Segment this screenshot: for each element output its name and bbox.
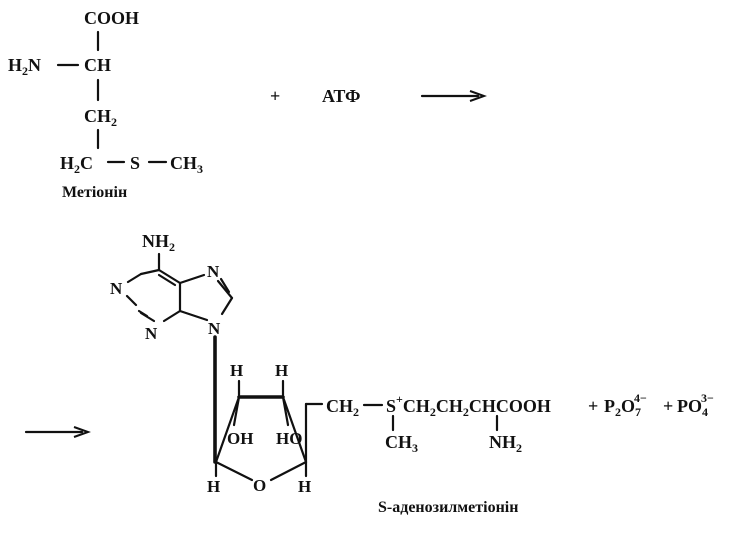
- methionine-ch2: CH2: [84, 106, 117, 129]
- ribose-oh: OH: [227, 429, 253, 448]
- methionine-ch: CH: [84, 55, 111, 75]
- chain-nh2: NH2: [489, 432, 522, 455]
- adenine-n1: N: [110, 279, 123, 298]
- product-caption: S-аденозилметіонін: [378, 499, 518, 516]
- chain-ch2: CH2: [326, 396, 359, 419]
- reaction-arrow-top: [420, 90, 487, 102]
- chain-plus-1: +: [588, 396, 598, 416]
- chain-ch3: CH3: [385, 432, 418, 455]
- atp-label: АТФ: [322, 86, 361, 106]
- chain-plus-2: +: [663, 396, 673, 416]
- ribose-structure: H H OH HO O H H: [207, 361, 324, 496]
- adenine-n9: N: [208, 319, 221, 338]
- product-chain: CH2 S+CH2CH2CHCOOH + P2O74− + PO43− CH3 …: [326, 391, 714, 455]
- pyrophosphate: P2O74−: [604, 391, 647, 419]
- methionine-caption: Метіонін: [62, 184, 127, 201]
- methionine-structure: COOH H2N CH CH2 H2C S CH3 Метіонін: [8, 8, 203, 201]
- adenine-n7: N: [207, 262, 220, 281]
- ribose-h-bottom-right: H: [298, 477, 311, 496]
- adenine-structure: NH2 N N N N: [110, 231, 234, 343]
- phosphate: PO43−: [677, 391, 714, 419]
- plus-sign: +: [270, 86, 280, 106]
- chain-s-plus: S+CH2CH2CHCOOH: [386, 392, 551, 419]
- ribose-o: O: [253, 476, 266, 495]
- adenine-nh2: NH2: [142, 231, 175, 254]
- ribose-ho: HO: [276, 429, 302, 448]
- ribose-h-bottom-left: H: [207, 477, 220, 496]
- methionine-h2c: H2C: [60, 153, 93, 176]
- ribose-h-top-right: H: [275, 361, 288, 380]
- ribose-h-top-left: H: [230, 361, 243, 380]
- methionine-h2n: H2N: [8, 55, 41, 78]
- methionine-cooh: COOH: [84, 8, 139, 28]
- methionine-ch3: CH3: [170, 153, 203, 176]
- reaction-arrow-bottom: [24, 426, 91, 438]
- methionine-s: S: [130, 153, 140, 173]
- adenine-n3: N: [145, 324, 158, 343]
